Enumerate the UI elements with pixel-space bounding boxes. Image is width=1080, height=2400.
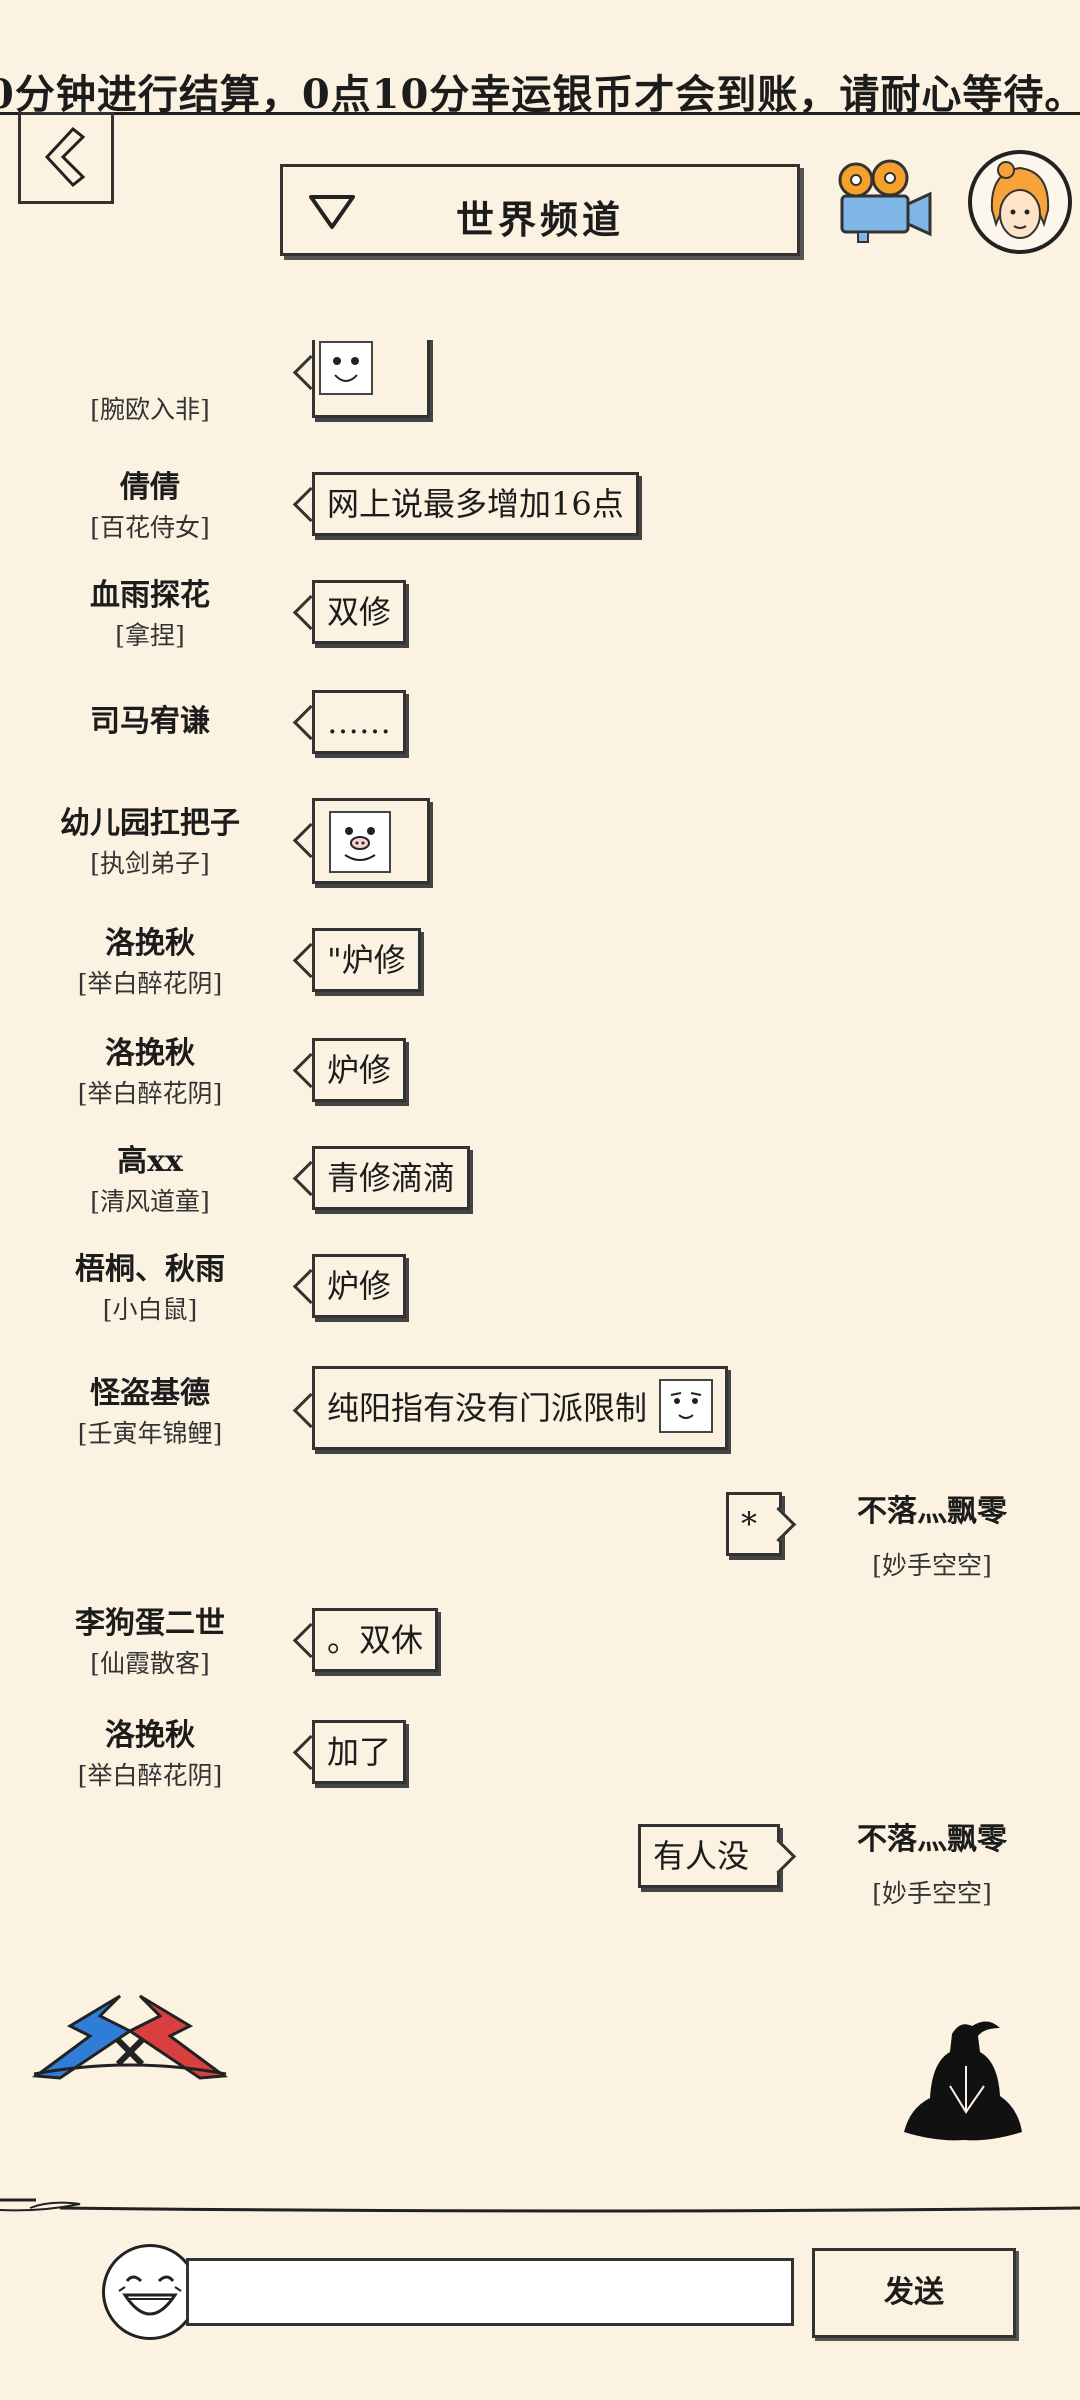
message-bubble: 加了: [312, 1720, 407, 1784]
emoji-bubble: [312, 798, 430, 884]
sender-name: 不落灬飘零: [857, 1494, 1007, 1529]
movie-camera-icon: [838, 159, 932, 243]
sender-name: 不落灬飘零: [857, 1822, 1007, 1857]
face-sticker-icon: [319, 341, 373, 395]
meditating-figure-icon: [900, 2016, 1030, 2146]
sender-name: 洛挽秋: [105, 1718, 195, 1753]
message-bubble: 炉修: [312, 1254, 407, 1318]
pig-face-sticker-icon: [329, 811, 391, 873]
sender-title: [腕欧入非]: [90, 395, 210, 424]
sender-title: [小白鼠]: [102, 1295, 198, 1324]
sender-title: [壬寅年锦鲤]: [77, 1419, 223, 1448]
message-bubble: 纯阳指有没有门派限制: [312, 1366, 729, 1450]
sender-name: 血雨探花: [90, 578, 210, 613]
sender-title: [清风道童]: [90, 1187, 210, 1216]
sender-name: 倩倩: [120, 470, 180, 505]
sender-name: 梧桐、秋雨: [75, 1252, 225, 1287]
sender-title: [举白醉花阴]: [77, 1761, 223, 1790]
send-button[interactable]: 发送: [812, 2248, 1016, 2338]
emoji-button[interactable]: [102, 2244, 198, 2340]
channel-selector[interactable]: 世界频道: [280, 164, 800, 256]
laughing-face-icon: [108, 2250, 192, 2334]
marquee-underline: [0, 112, 1080, 115]
message-bubble: 双修: [312, 580, 407, 644]
sender-title: [百花侍女]: [90, 513, 210, 542]
sender-title: [举白醉花阴]: [77, 1079, 223, 1108]
chat-input[interactable]: [186, 2258, 794, 2326]
crossed-swords-logo-icon: [30, 1986, 230, 2081]
message-bubble: 炉修: [312, 1038, 407, 1102]
sender-name: 洛挽秋: [105, 926, 195, 961]
ink-divider: [0, 2190, 1080, 2214]
sender-title: [执剑弟子]: [90, 849, 210, 878]
back-button[interactable]: [18, 112, 114, 204]
channel-title: 世界频道: [455, 197, 624, 242]
sender-title: [妙手空空]: [872, 1551, 992, 1580]
sender-title: [仙霞散客]: [90, 1649, 210, 1678]
message-bubble: 青修滴滴: [312, 1146, 471, 1210]
sender-name: 怪盗基德: [90, 1376, 210, 1411]
chat-list[interactable]: [腕欧入非] 倩倩 [百花侍女] 网上说最多增加16点 血雨探花 [拿捏] 双修…: [0, 340, 1080, 1920]
sender-title: [拿捏]: [115, 621, 185, 650]
triangle-down-icon: [309, 195, 355, 229]
sender-name: 李狗蛋二世: [75, 1606, 225, 1641]
video-button[interactable]: [828, 156, 938, 246]
marquee-text: 0分钟进行结算，0点10分幸运银币才会到账，请耐心等待。: [0, 71, 1080, 118]
avatar-button[interactable]: [968, 150, 1072, 254]
face-sticker-icon: [659, 1379, 714, 1433]
sender-name: 高xx: [117, 1144, 183, 1179]
sender-title: [妙手空空]: [872, 1879, 992, 1908]
back-chevron-icon: [44, 126, 86, 188]
announcement-marquee: 0分钟进行结算，0点10分幸运银币才会到账，请耐心等待。: [0, 0, 1080, 120]
sender-title: [举白醉花阴]: [77, 969, 223, 998]
message-bubble: 有人没: [638, 1824, 780, 1888]
sender-name: 洛挽秋: [105, 1036, 195, 1071]
message-bubble: 。双休: [312, 1608, 439, 1672]
girl-avatar-icon: [974, 156, 1066, 248]
message-bubble: 网上说最多增加16点: [312, 472, 639, 536]
emoji-bubble: [312, 340, 430, 418]
sender-name: 幼儿园扛把子: [60, 806, 240, 841]
message-bubble: "炉修: [312, 928, 421, 992]
message-text: 纯阳指有没有门派限制: [327, 1389, 648, 1427]
message-bubble: ……: [312, 690, 406, 754]
sender-name: 司马宥谦: [90, 704, 210, 739]
